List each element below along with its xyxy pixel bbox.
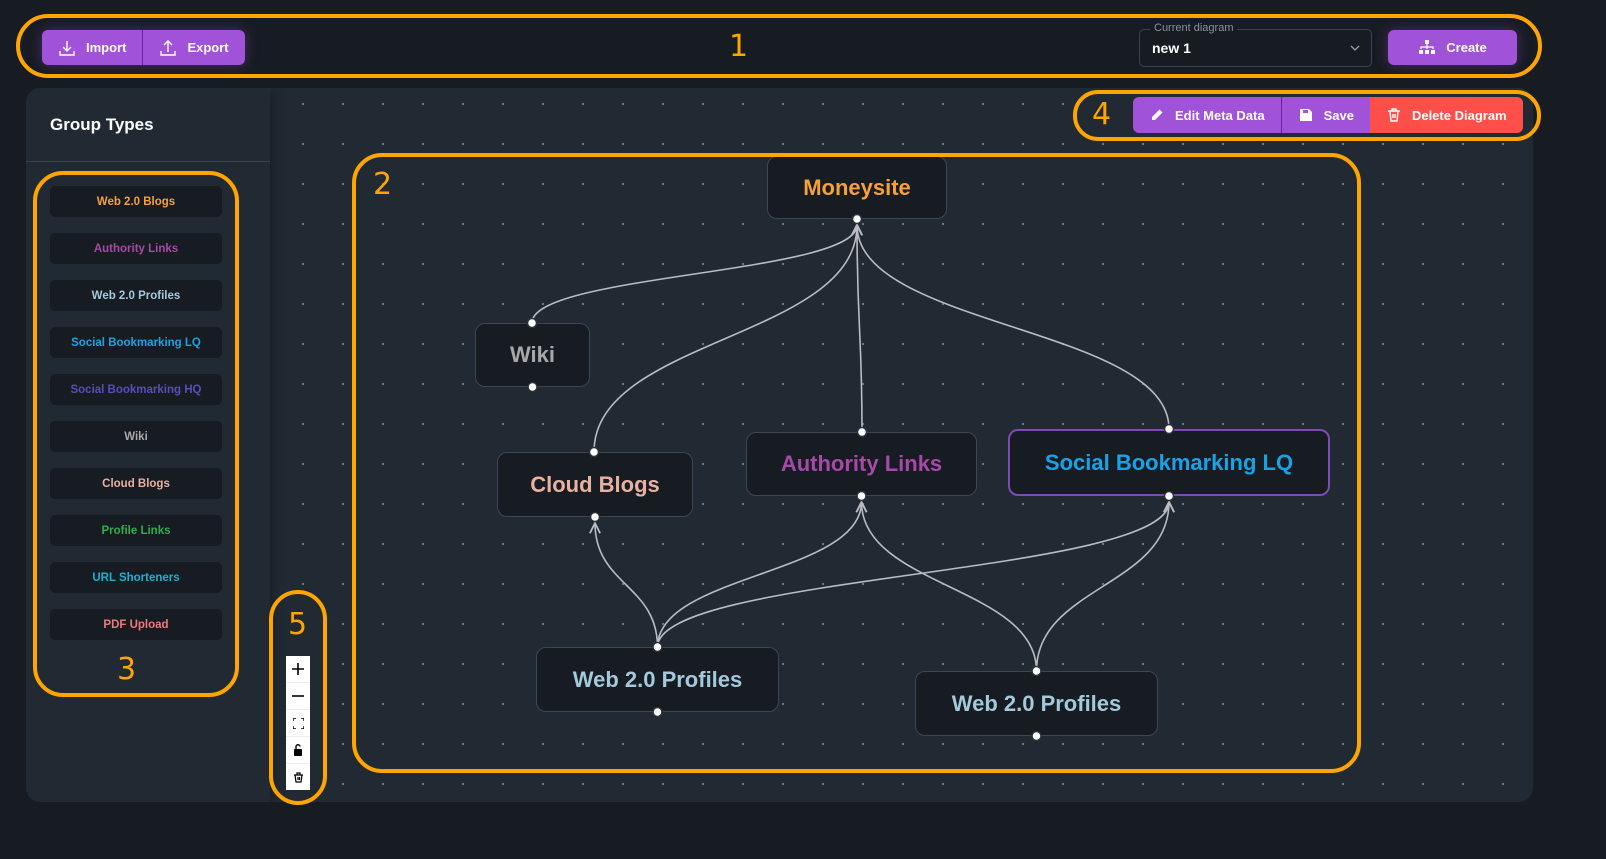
annotation-label-5: 5 bbox=[288, 607, 308, 642]
group-type-item[interactable]: Web 2.0 Profiles bbox=[50, 280, 222, 311]
edit-meta-data-label: Edit Meta Data bbox=[1175, 107, 1265, 123]
node-label: Moneysite bbox=[803, 174, 911, 200]
fit-view-button[interactable] bbox=[286, 710, 310, 737]
diagram-node-moneysite[interactable]: Moneysite bbox=[767, 156, 947, 219]
diagram-node-cloud[interactable]: Cloud Blogs bbox=[497, 452, 693, 517]
current-diagram-select[interactable]: Current diagram new 1 bbox=[1139, 22, 1372, 67]
upload-icon bbox=[160, 39, 177, 56]
download-icon bbox=[59, 40, 75, 56]
create-group: Create bbox=[1388, 30, 1517, 65]
diagram-node-sblq[interactable]: Social Bookmarking LQ bbox=[1008, 429, 1330, 496]
group-type-item[interactable]: Social Bookmarking LQ bbox=[50, 327, 222, 358]
annotation-label-2: 2 bbox=[373, 167, 393, 202]
node-label: Authority Links bbox=[780, 451, 943, 476]
save-button[interactable]: Save bbox=[1280, 97, 1370, 133]
create-button[interactable]: Create bbox=[1388, 30, 1517, 65]
clear-button[interactable] bbox=[286, 764, 310, 790]
plus-icon bbox=[292, 663, 304, 675]
fit-view-icon bbox=[292, 717, 304, 729]
group-type-item[interactable]: Web 2.0 Blogs bbox=[50, 186, 222, 217]
group-type-item[interactable]: Cloud Blogs bbox=[50, 468, 222, 499]
zoom-out-button[interactable] bbox=[286, 683, 310, 710]
delete-diagram-button[interactable]: Delete Diagram bbox=[1369, 97, 1523, 133]
node-label: Web 2.0 Profiles bbox=[572, 666, 743, 692]
group-type-item[interactable]: Profile Links bbox=[50, 515, 222, 546]
group-type-item[interactable]: PDF Upload bbox=[50, 609, 222, 640]
minus-icon bbox=[292, 695, 304, 697]
export-label: Export bbox=[187, 40, 229, 55]
node-label: Social Bookmarking LQ bbox=[1044, 449, 1294, 475]
edit-meta-data-button[interactable]: Edit Meta Data bbox=[1133, 97, 1281, 133]
sidebar-title: Group Types bbox=[50, 115, 154, 134]
group-type-item[interactable]: Authority Links bbox=[50, 233, 222, 264]
diagram-node-authority[interactable]: Authority Links bbox=[746, 432, 977, 496]
annotation-label-4: 4 bbox=[1092, 97, 1112, 132]
sitemap-icon bbox=[1419, 39, 1436, 54]
import-label: Import bbox=[86, 40, 127, 55]
trash-icon bbox=[1387, 108, 1400, 122]
lock-button[interactable] bbox=[286, 737, 310, 764]
current-diagram-value: new 1 bbox=[1152, 40, 1191, 56]
import-export-group: Import Export bbox=[42, 30, 245, 65]
node-label: Cloud Blogs bbox=[530, 471, 660, 497]
current-diagram-label: Current diagram bbox=[1150, 22, 1238, 34]
diagram-node-web1[interactable]: Web 2.0 Profiles bbox=[536, 647, 779, 712]
sidebar-divider bbox=[26, 161, 270, 162]
diagram-actions-group: Edit Meta Data Save Delete Diagram bbox=[1133, 97, 1523, 133]
annotation-label-1: 1 bbox=[729, 29, 749, 64]
create-label: Create bbox=[1446, 40, 1487, 55]
zoom-in-button[interactable] bbox=[286, 656, 310, 683]
annotation-label-3: 3 bbox=[117, 652, 137, 687]
group-type-item[interactable]: URL Shorteners bbox=[50, 562, 222, 593]
save-label: Save bbox=[1323, 107, 1354, 123]
trash-icon bbox=[293, 771, 303, 783]
floppy-disk-icon bbox=[1299, 109, 1312, 121]
group-type-item[interactable]: Wiki bbox=[50, 421, 222, 452]
group-type-item[interactable]: Social Bookmarking HQ bbox=[50, 374, 222, 405]
canvas-controls bbox=[286, 656, 310, 790]
unlock-icon bbox=[294, 744, 302, 756]
diagram-node-web2[interactable]: Web 2.0 Profiles bbox=[915, 671, 1158, 736]
export-button[interactable]: Export bbox=[142, 30, 245, 65]
node-label: Wiki bbox=[509, 342, 556, 367]
chevron-down-icon bbox=[1350, 45, 1360, 51]
diagram-node-wiki[interactable]: Wiki bbox=[475, 323, 590, 387]
import-button[interactable]: Import bbox=[42, 30, 143, 65]
delete-diagram-label: Delete Diagram bbox=[1411, 107, 1507, 123]
pencil-icon bbox=[1152, 109, 1163, 120]
node-label: Web 2.0 Profiles bbox=[951, 690, 1122, 716]
